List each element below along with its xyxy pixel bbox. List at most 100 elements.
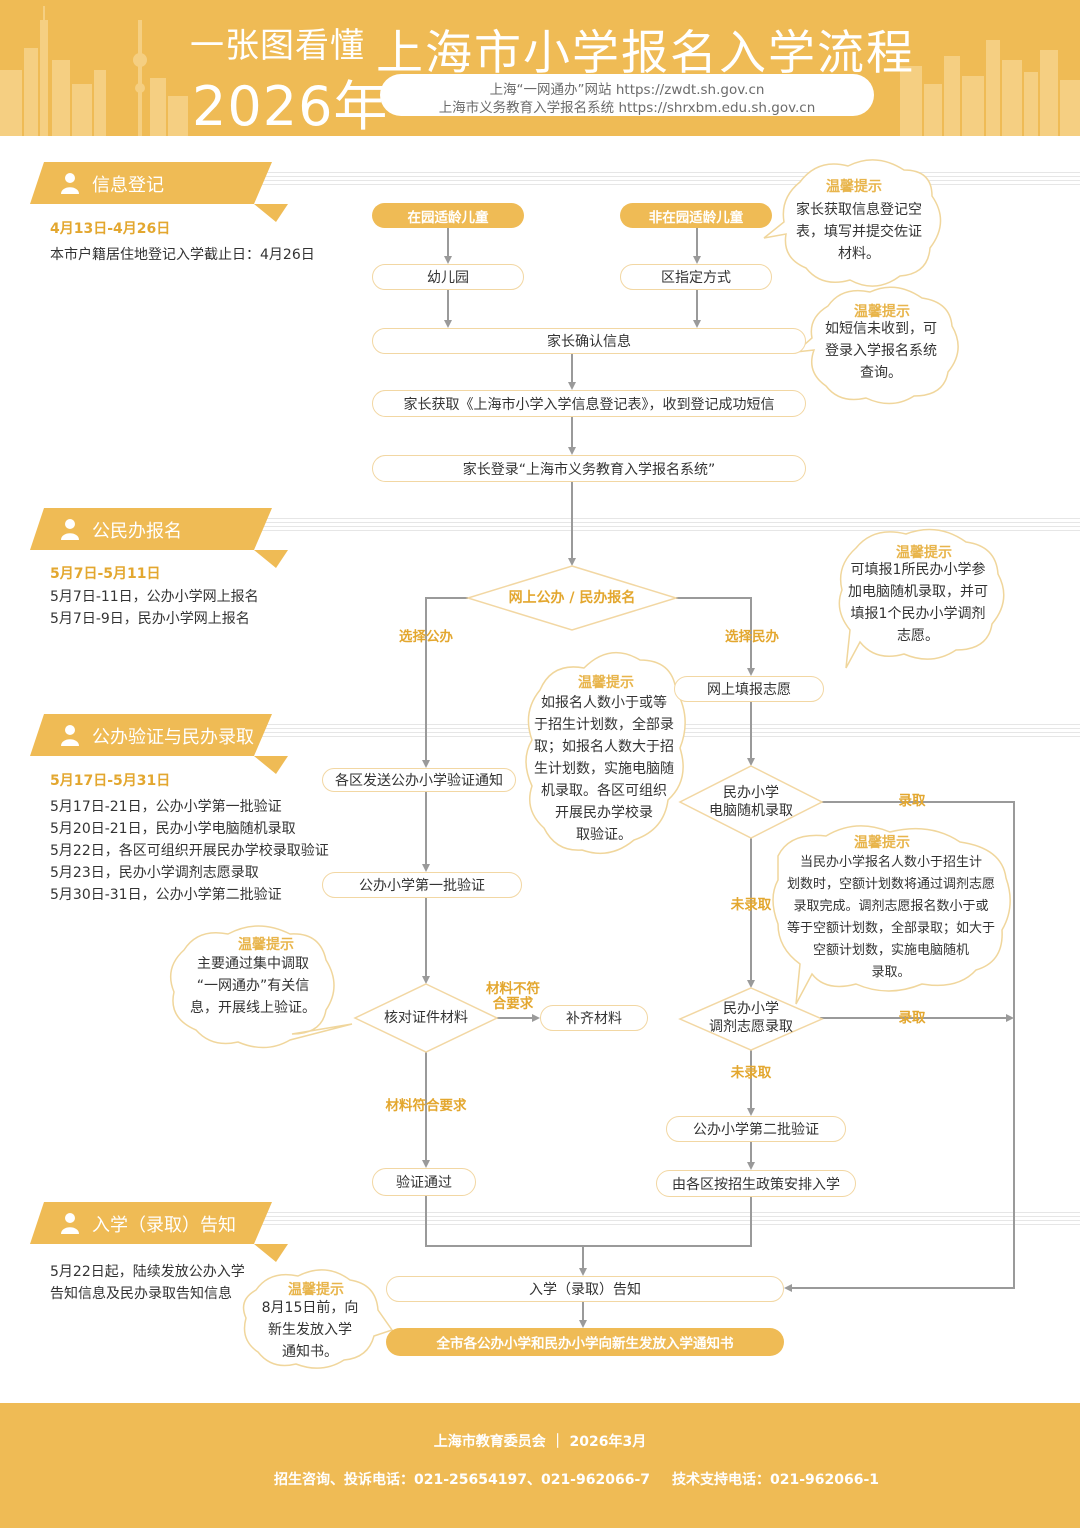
node-fill-wish: 网上填报志愿 bbox=[674, 676, 824, 702]
section-line: 5月30日-31日，公办小学第二批验证 bbox=[50, 887, 282, 903]
tip-line: 可填报1所民办小学参 bbox=[850, 562, 986, 578]
node-parent-confirm: 家长确认信息 bbox=[372, 328, 806, 354]
node-supplement: 补齐材料 bbox=[540, 1005, 648, 1031]
section-line: 本市户籍居住地登记入学截止日：4月26日 bbox=[50, 247, 315, 263]
decision-check-docs-label: 核对证件材料 bbox=[384, 1010, 468, 1026]
url-enrollment-system[interactable]: 上海市义务教育入学报名系统 https://shrxbm.edu.sh.gov.… bbox=[438, 100, 816, 116]
person-icon bbox=[61, 1213, 79, 1234]
section-line: 5月22日起，陆续发放公办入学 bbox=[50, 1264, 245, 1280]
node-second-verify: 公办小学第二批验证 bbox=[666, 1116, 846, 1142]
tip-body-1: 家长获取信息登记空 表，填写并提交佐证 材料。 bbox=[788, 199, 930, 265]
node-verified: 验证通过 bbox=[372, 1168, 476, 1196]
tip-body-4: 如报名人数小于或等 于招生计划数，全部录 取；如报名人数大于招 生计划数，实施电… bbox=[532, 692, 676, 846]
tip-title: 温馨提示 bbox=[288, 1282, 344, 1298]
section-header-registration: 信息登记 bbox=[30, 162, 288, 222]
node-send-notice: 各区发送公办小学验证通知 bbox=[322, 768, 516, 792]
node-login-system: 家长登录“上海市义务教育入学报名系统” bbox=[372, 455, 806, 482]
tip-line: 查询。 bbox=[860, 365, 902, 381]
decision-diamond-online-choice bbox=[465, 565, 679, 631]
person-icon bbox=[61, 173, 79, 194]
tip-body-7: 8月15日前，向 新生发放入学 通知书。 bbox=[250, 1297, 370, 1363]
decision-adjust-label: 民办小学 调剂志愿录取 bbox=[690, 1000, 812, 1036]
tip-line: 登录入学报名系统 bbox=[825, 343, 937, 359]
decision-diamond-lottery bbox=[678, 765, 824, 839]
tip-line: 取；如报名人数大于招 bbox=[534, 739, 674, 755]
connector-line bbox=[583, 1197, 752, 1247]
person-icon bbox=[61, 725, 79, 746]
tip-line: 主要通过集中调取 bbox=[197, 956, 309, 972]
tip-title: 温馨提示 bbox=[578, 675, 634, 691]
tip-title: 温馨提示 bbox=[896, 545, 952, 561]
section-title: 公办验证与民办录取 bbox=[92, 727, 254, 748]
node-enrollment-notice: 入学（录取）告知 bbox=[386, 1276, 784, 1302]
node-arranged-by-district: 由各区按招生政策安排入学 bbox=[656, 1170, 856, 1197]
edge-label-admitted: 录取 bbox=[898, 793, 926, 809]
tip-line: 填报1个民办小学调剂 bbox=[850, 606, 986, 622]
tip-cloud-3 bbox=[838, 528, 1005, 669]
node-final-notice: 全市各公办小学和民办小学向新生发放入学通知书 bbox=[386, 1328, 784, 1356]
connector-line bbox=[784, 801, 1015, 1292]
tip-line: 开展民办学校录 bbox=[555, 805, 653, 821]
node-district-method: 区指定方式 bbox=[620, 264, 772, 290]
connector-line bbox=[422, 597, 468, 768]
tip-line: 空额计划数，实施电脑随机 bbox=[812, 943, 969, 958]
edge-label-choose-public: 选择公办 bbox=[399, 629, 453, 645]
footer-org: 上海市教育委员会 ｜ 2026年3月 bbox=[433, 1434, 647, 1450]
header-prefix: 一张图看懂 bbox=[190, 26, 365, 66]
section-line: 5月23日，民办小学调剂志愿录取 bbox=[50, 865, 259, 881]
tip-line: 通知书。 bbox=[282, 1344, 338, 1360]
tip-body-3: 可填报1所民办小学参 加电脑随机录取，并可 填报1个民办小学调剂 志愿。 bbox=[844, 559, 992, 647]
connector-line bbox=[676, 597, 755, 676]
connector-line bbox=[425, 1196, 583, 1247]
edge-label-docs-fail-line: 材料不符 bbox=[486, 981, 540, 997]
edge-label-docs-fail-line: 合要求 bbox=[492, 996, 534, 1012]
tip-body-6: 主要通过集中调取 “一网通办”有关信 息，开展线上验证。 bbox=[178, 953, 328, 1019]
tip-line: 息，开展线上验证。 bbox=[190, 1000, 316, 1016]
tip-line: 当民办小学报名人数小于招生计 bbox=[799, 855, 982, 870]
section-header-notice: 入学（录取）告知 bbox=[30, 1202, 288, 1262]
node-not-in-kindergarten: 非在园适龄儿童 bbox=[620, 203, 772, 228]
tip-line: 8月15日前，向 bbox=[261, 1300, 359, 1316]
decision-diamond-adjust bbox=[678, 987, 824, 1051]
flowchart-canvas bbox=[169, 159, 1015, 1369]
section-line: 5月17日-21日，公办小学第一批验证 bbox=[50, 799, 282, 815]
edge-label-docs-fail: 材料不符 合要求 bbox=[476, 982, 550, 1012]
edge-label-not-admitted-2: 未录取 bbox=[730, 1065, 772, 1081]
tip-line: 如报名人数小于或等 bbox=[541, 695, 667, 711]
tip-line: 机录取。各区可组织 bbox=[541, 783, 667, 799]
decision-adjust-line: 调剂志愿录取 bbox=[709, 1019, 793, 1035]
header-banner: 一张图看懂 2026年 上海市小学报名入学流程 上海“一网通办”网站 https… bbox=[0, 0, 1080, 136]
tip-cloud-2 bbox=[793, 286, 959, 405]
decision-lottery-label: 民办小学 电脑随机录取 bbox=[690, 784, 812, 820]
section-line: 5月7日-11日，公办小学网上报名 bbox=[50, 589, 259, 605]
section-header-application: 公民办报名 bbox=[30, 508, 288, 568]
decision-adjust-line: 民办小学 bbox=[723, 1001, 779, 1017]
section-line: 5月22日，各区可组织开展民办学校录取验证 bbox=[50, 843, 329, 859]
tip-line: “一网通办”有关信 bbox=[196, 978, 310, 994]
section-title: 信息登记 bbox=[92, 175, 164, 196]
tip-line: 取验证。 bbox=[576, 827, 632, 843]
section-header-verification: 公办验证与民办录取 bbox=[30, 714, 288, 774]
tip-line: 划数时，空额计划数将通过调剂志愿 bbox=[786, 877, 995, 892]
section-divider-4 bbox=[260, 1212, 1080, 1234]
node-kindergarten: 幼儿园 bbox=[372, 264, 524, 290]
tip-cloud-6 bbox=[169, 925, 353, 1049]
decision-diamond-check-docs bbox=[353, 983, 499, 1053]
decision-lottery-line: 电脑随机录取 bbox=[709, 803, 793, 819]
person-icon bbox=[61, 519, 79, 540]
footer: 上海市教育委员会 ｜ 2026年3月 招生咨询、投诉电话：021-2565419… bbox=[0, 1403, 1080, 1528]
footer-support-phone: 技术支持电话：021-962066-1 bbox=[672, 1472, 880, 1488]
edge-label-admitted-2: 录取 bbox=[898, 1010, 926, 1026]
tip-line: 表，填写并提交佐证 bbox=[796, 224, 922, 240]
tip-body-2: 如短信未收到，可 登录入学报名系统 查询。 bbox=[814, 318, 948, 384]
tip-cloud-7 bbox=[242, 1269, 394, 1369]
section-date: 5月17日-5月31日 bbox=[50, 773, 171, 789]
edge-label-choose-private: 选择民办 bbox=[725, 629, 779, 645]
tip-cloud-5 bbox=[772, 825, 1011, 1005]
tip-line: 加电脑随机录取，并可 bbox=[848, 584, 988, 600]
tip-line: 新生发放入学 bbox=[268, 1322, 352, 1338]
section-line: 5月20日-21日，民办小学电脑随机录取 bbox=[50, 821, 296, 837]
decision-lottery-line: 民办小学 bbox=[723, 785, 779, 801]
tip-line: 家长获取信息登记空 bbox=[796, 202, 922, 218]
url-yiwangtongban[interactable]: 上海“一网通办”网站 https://zwdt.sh.gov.cn bbox=[489, 82, 765, 98]
